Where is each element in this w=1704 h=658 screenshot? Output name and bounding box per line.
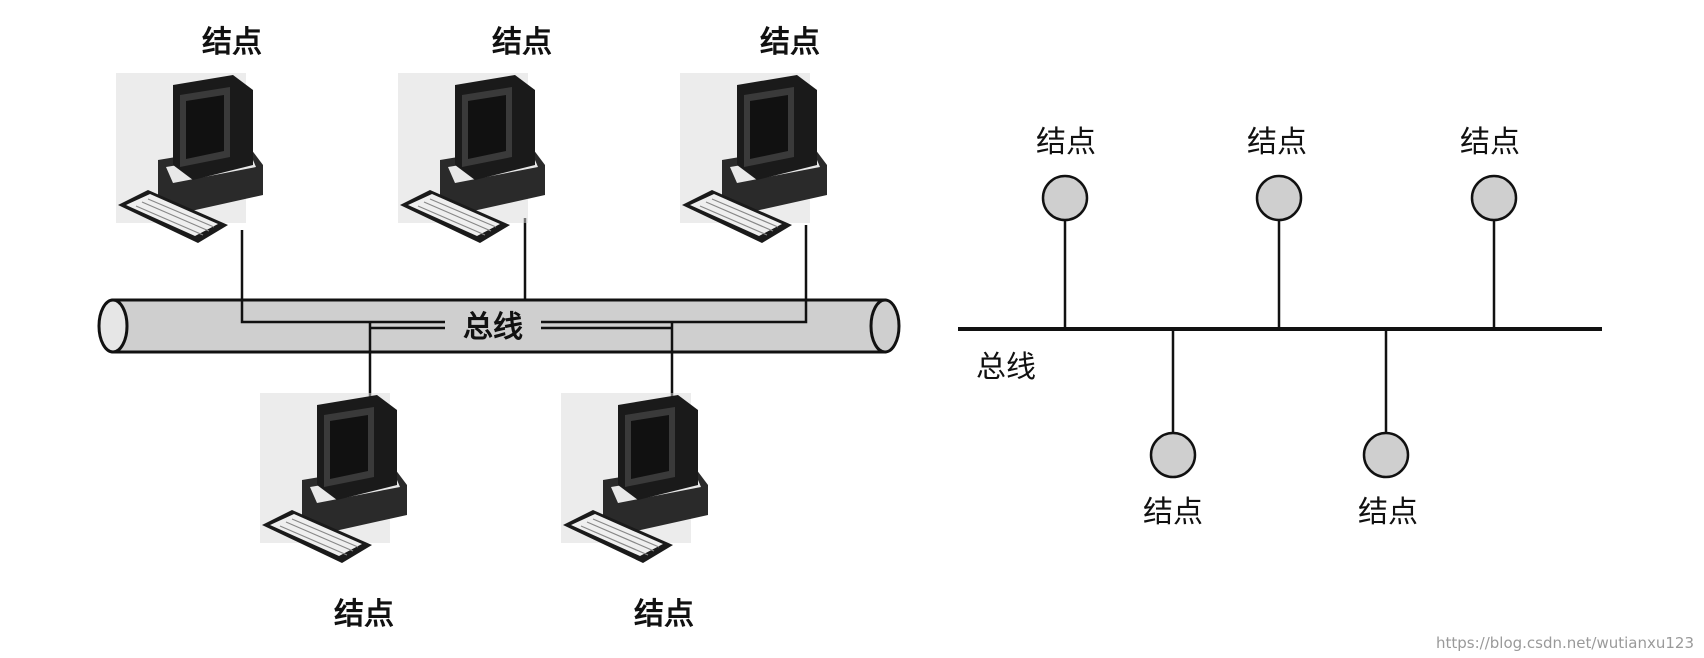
right-upper-stems xyxy=(1063,221,1496,432)
left-bus-pipe: 总线 xyxy=(97,298,901,354)
left-node-2 xyxy=(397,72,546,244)
right-node-label: 结点 xyxy=(1143,495,1203,530)
computer-icon xyxy=(397,72,546,244)
computer-icon xyxy=(115,72,264,244)
right-bus-diagram: 总线 结点 结点 结点 结点 结点 xyxy=(958,125,1602,530)
left-node-5 xyxy=(560,392,709,564)
right-node-label: 结点 xyxy=(1036,125,1096,160)
left-node-label: 结点 xyxy=(634,597,694,632)
right-node-circle xyxy=(1149,431,1197,479)
left-node-4 xyxy=(259,392,408,564)
right-node-circle xyxy=(1362,431,1410,479)
left-node-label: 结点 xyxy=(202,25,262,60)
computer-icon xyxy=(259,392,408,564)
right-node-circle xyxy=(1255,174,1303,222)
right-node-label: 结点 xyxy=(1247,125,1307,160)
left-bus-diagram: 总线 结点 结点 结点 结点 结点 xyxy=(97,25,901,632)
right-node-label: 结点 xyxy=(1460,125,1520,160)
left-node-label: 结点 xyxy=(492,25,552,60)
left-bus-label: 总线 xyxy=(463,310,523,345)
left-node-label: 结点 xyxy=(760,25,820,60)
right-node-circle xyxy=(1041,174,1089,222)
computer-icon xyxy=(679,72,828,244)
right-node-label: 结点 xyxy=(1358,495,1418,530)
watermark-text: https://blog.csdn.net/wutianxu123 xyxy=(1436,634,1694,652)
left-node-1 xyxy=(115,72,264,244)
computer-icon xyxy=(560,392,709,564)
left-node-3 xyxy=(679,72,828,244)
right-node-circle xyxy=(1470,174,1518,222)
right-bus-label: 总线 xyxy=(976,350,1036,385)
left-node-label: 结点 xyxy=(334,597,394,632)
